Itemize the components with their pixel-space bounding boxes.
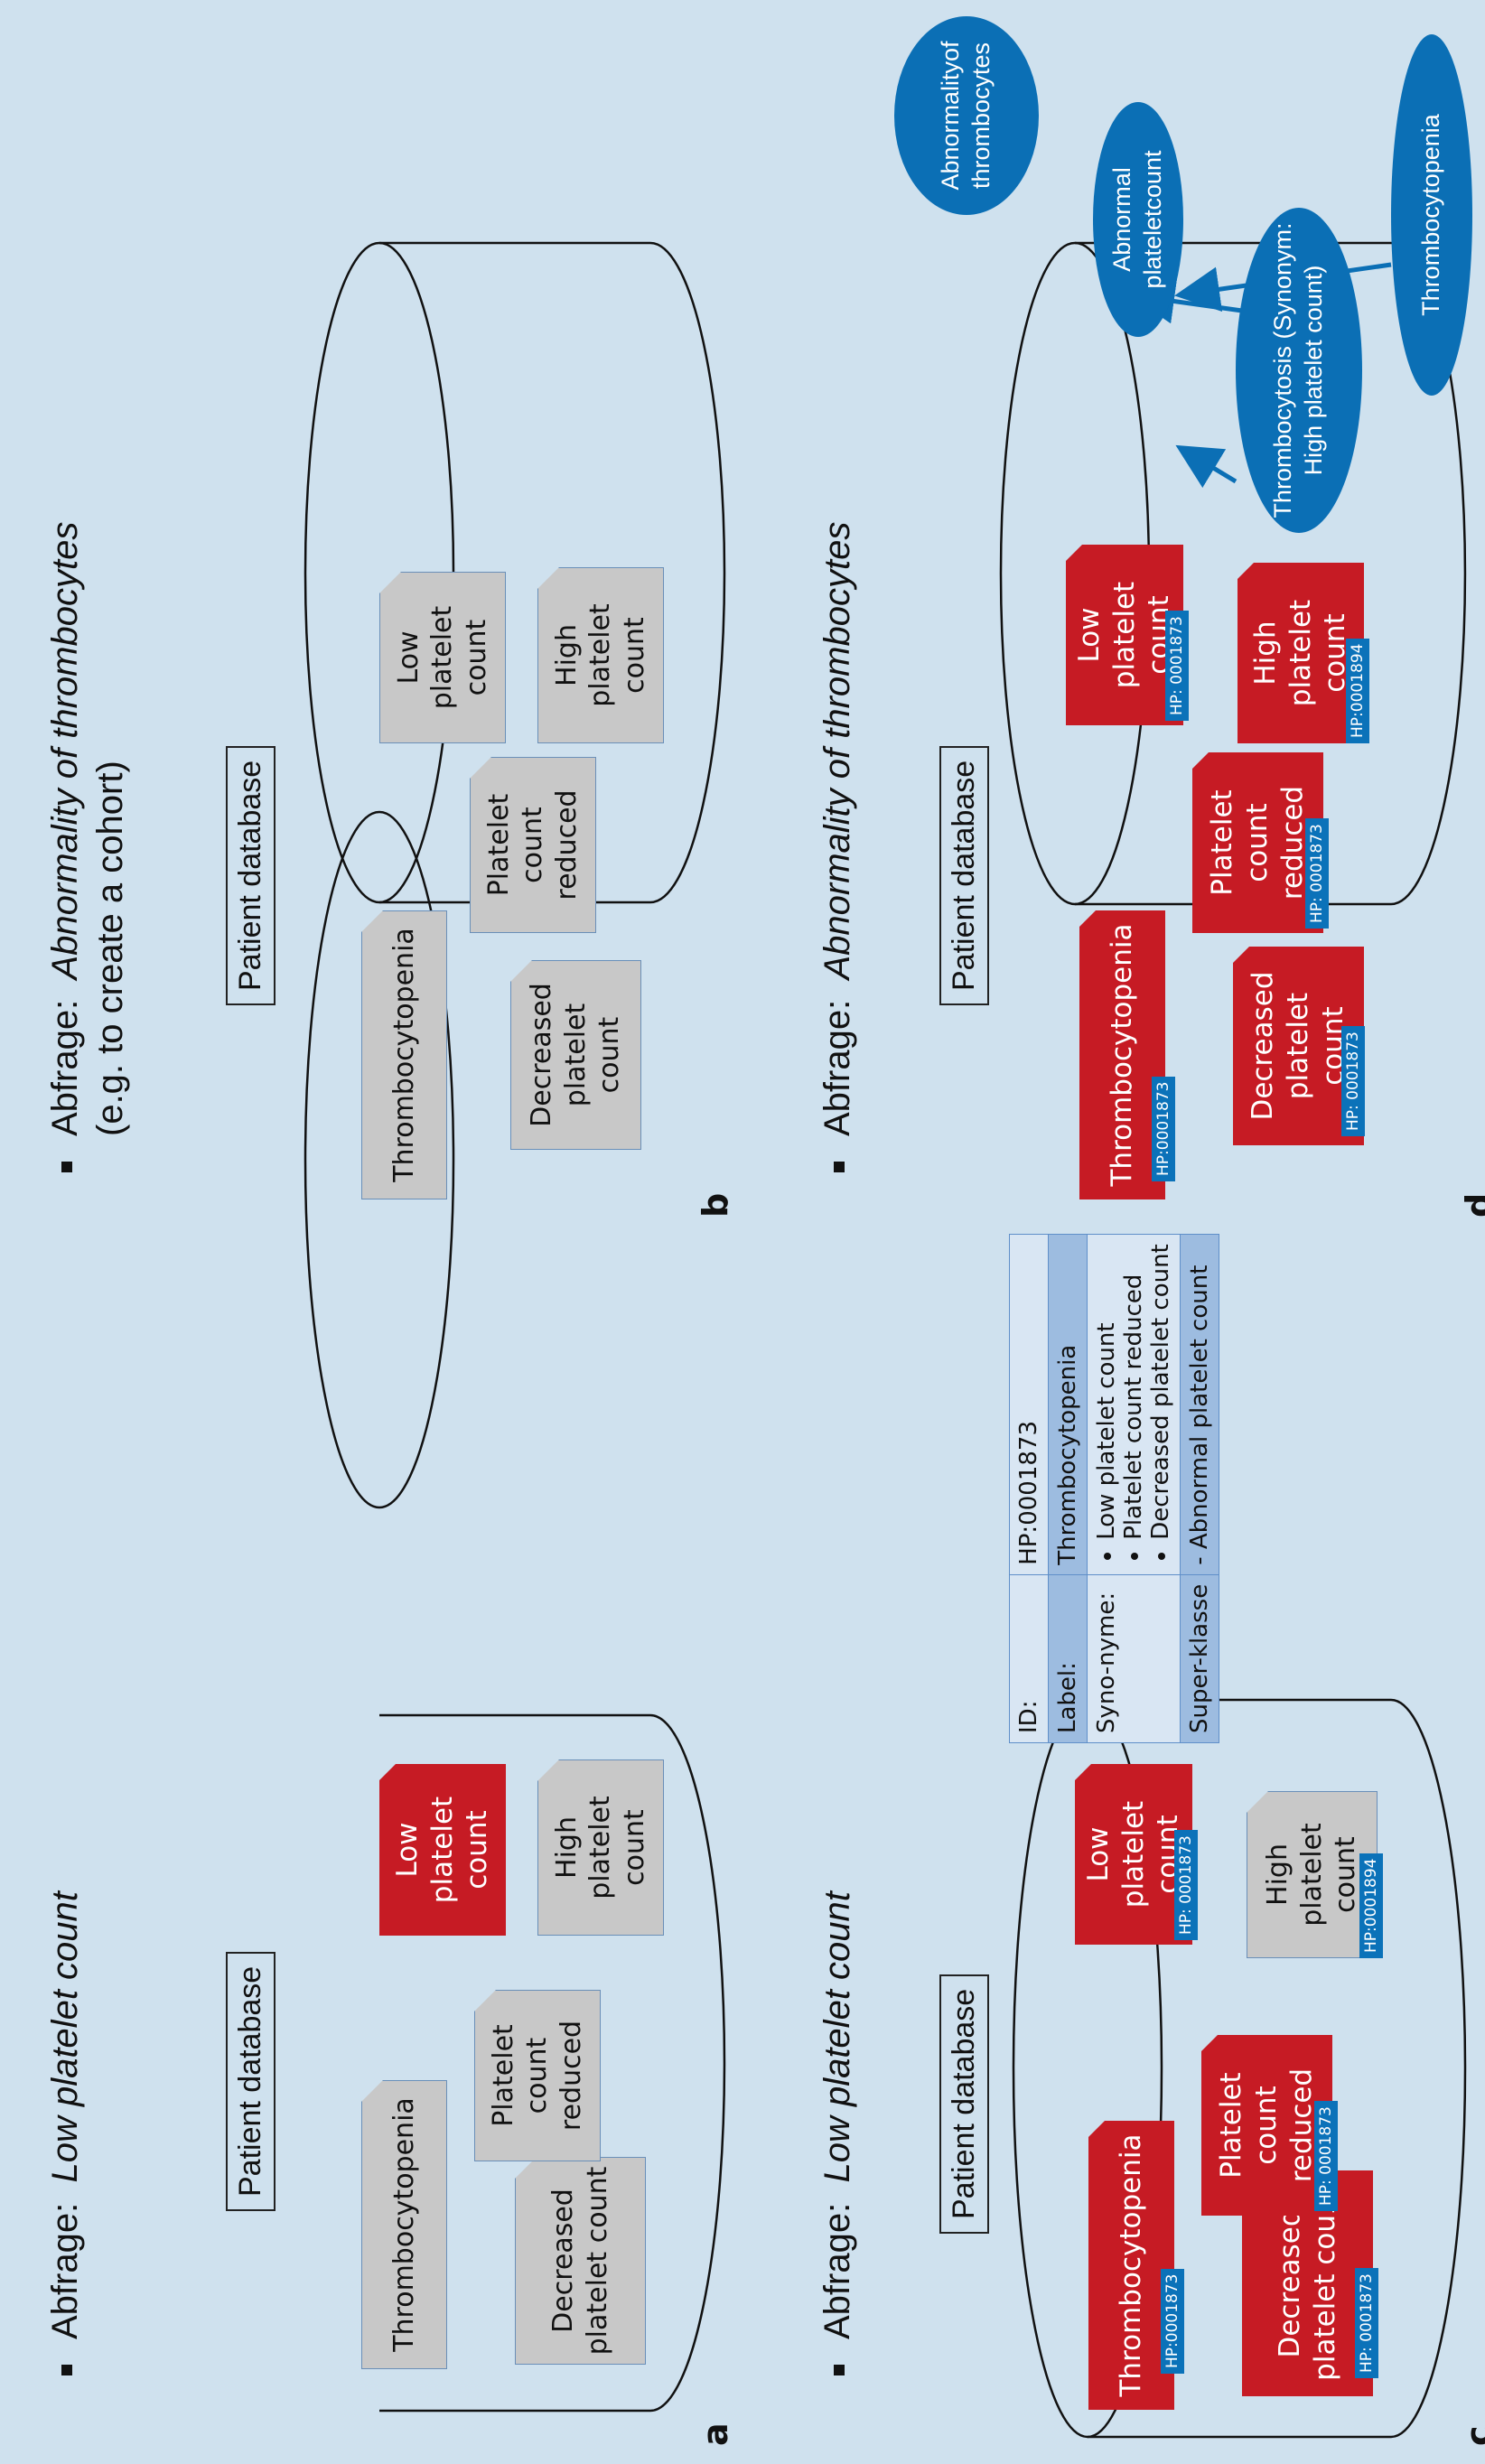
hp-badge: HP:0001873: [1152, 1076, 1175, 1181]
hpo-label-value: Thrombocytopenia: [1048, 1234, 1088, 1575]
synonym-item: Decreased platelet count: [1147, 1244, 1174, 1540]
hpo-superclass-label: Super-klasse: [1180, 1574, 1219, 1743]
note-d-high: High platelet count: [1238, 563, 1364, 743]
panel-label-a: a: [696, 2422, 735, 2446]
note-b-reduced: Platelet count reduced: [470, 757, 596, 933]
query-b: Abfrage: Abnormality of thrombocytes: [45, 522, 86, 1172]
panel-label-b: b: [696, 1192, 735, 1218]
cylinder-a: [304, 810, 726, 2413]
bullet-icon: [61, 1162, 73, 1172]
hp-badge: HP: 0001873: [1314, 2101, 1338, 2211]
hpo-term-table: ID: HP:0001873 Label: Thrombocytopenia S…: [1009, 1234, 1219, 1743]
query-a: Abfrage: Low platelet count: [45, 1891, 86, 2375]
hp-badge: HP: 0001873: [1174, 1830, 1198, 1940]
hpo-superclass-value: - Abnormal platelet count: [1180, 1234, 1219, 1575]
note-a-low: Low platelet count: [379, 1764, 506, 1936]
hpo-id-value: HP:0001873: [1009, 1234, 1049, 1575]
db-title-a: Patient database: [226, 1951, 276, 2211]
note-a-decreased: Decreased platelet count: [515, 2157, 646, 2365]
hp-badge: HP:0001894: [1359, 1853, 1383, 1958]
ontology-arrow-3: [1175, 444, 1238, 489]
hp-badge: HP:0001894: [1346, 638, 1369, 743]
hp-badge: HP: 0001873: [1341, 1026, 1365, 1136]
synonym-item: Low platelet count: [1093, 1244, 1120, 1539]
panel-label-d: d: [1459, 1193, 1485, 1218]
hp-badge: HP: 0001873: [1355, 2268, 1378, 2378]
cylinder-b-body: [379, 241, 726, 904]
db-title-b: Patient database: [226, 745, 276, 1005]
db-title-c: Patient database: [939, 1974, 989, 2234]
note-b-high: High platelet count: [537, 567, 664, 743]
db-title-d: Patient database: [939, 745, 989, 1005]
hp-badge: HP:0001873: [1161, 2268, 1184, 2374]
hpo-id-label: ID:: [1009, 1574, 1049, 1743]
bullet-icon: [61, 2365, 73, 2375]
query-d: Abfrage: Abnormality of thrombocytes: [817, 522, 858, 1172]
note-a-thrombocytopenia: Thrombocytopenia: [361, 2080, 447, 2369]
note-d-reduced: Platelet count reduced: [1192, 752, 1323, 933]
bullet-icon: [834, 2365, 845, 2375]
hpo-synonyms-label: Syno-nyme:: [1087, 1574, 1181, 1743]
query-c: Abfrage: Low platelet count: [817, 1891, 858, 2375]
note-b-decreased: Decreased platelet count: [510, 960, 641, 1150]
ontology-node-thrombocytosis: Thrombocytosis (Synonym: High platelet c…: [1236, 208, 1362, 533]
ontology-node-abnormal-count: Abnormal plateletcount: [1093, 102, 1183, 337]
query-b-subtitle: (e.g. to create a cohort): [90, 761, 130, 1136]
note-b-low: Low platelet count: [379, 572, 506, 743]
synonym-item: Platelet count reduced: [1120, 1244, 1147, 1540]
note-b-thrombocytopenia: Thrombocytopenia: [361, 910, 447, 1199]
note-a-high: High platelet count: [537, 1759, 664, 1936]
hp-badge: HP: 0001873: [1165, 611, 1189, 721]
note-a-reduced: Platelet count reduced: [474, 1990, 601, 2161]
hpo-synonyms-list: Low platelet count Platelet count reduce…: [1087, 1234, 1181, 1575]
ontology-node-thrombocytopenia: Thrombocytopenia: [1391, 34, 1472, 396]
note-c-high: High platelet count: [1247, 1791, 1378, 1958]
hpo-label-label: Label:: [1048, 1574, 1088, 1743]
bullet-icon: [834, 1162, 845, 1172]
ontology-node-abnormality: Abnormalityof thrombocytes: [894, 16, 1039, 215]
hp-badge: HP: 0001873: [1305, 818, 1329, 929]
panel-label-c: c: [1459, 2425, 1485, 2446]
note-c-reduced: Platelet count reduced: [1201, 2035, 1332, 2216]
